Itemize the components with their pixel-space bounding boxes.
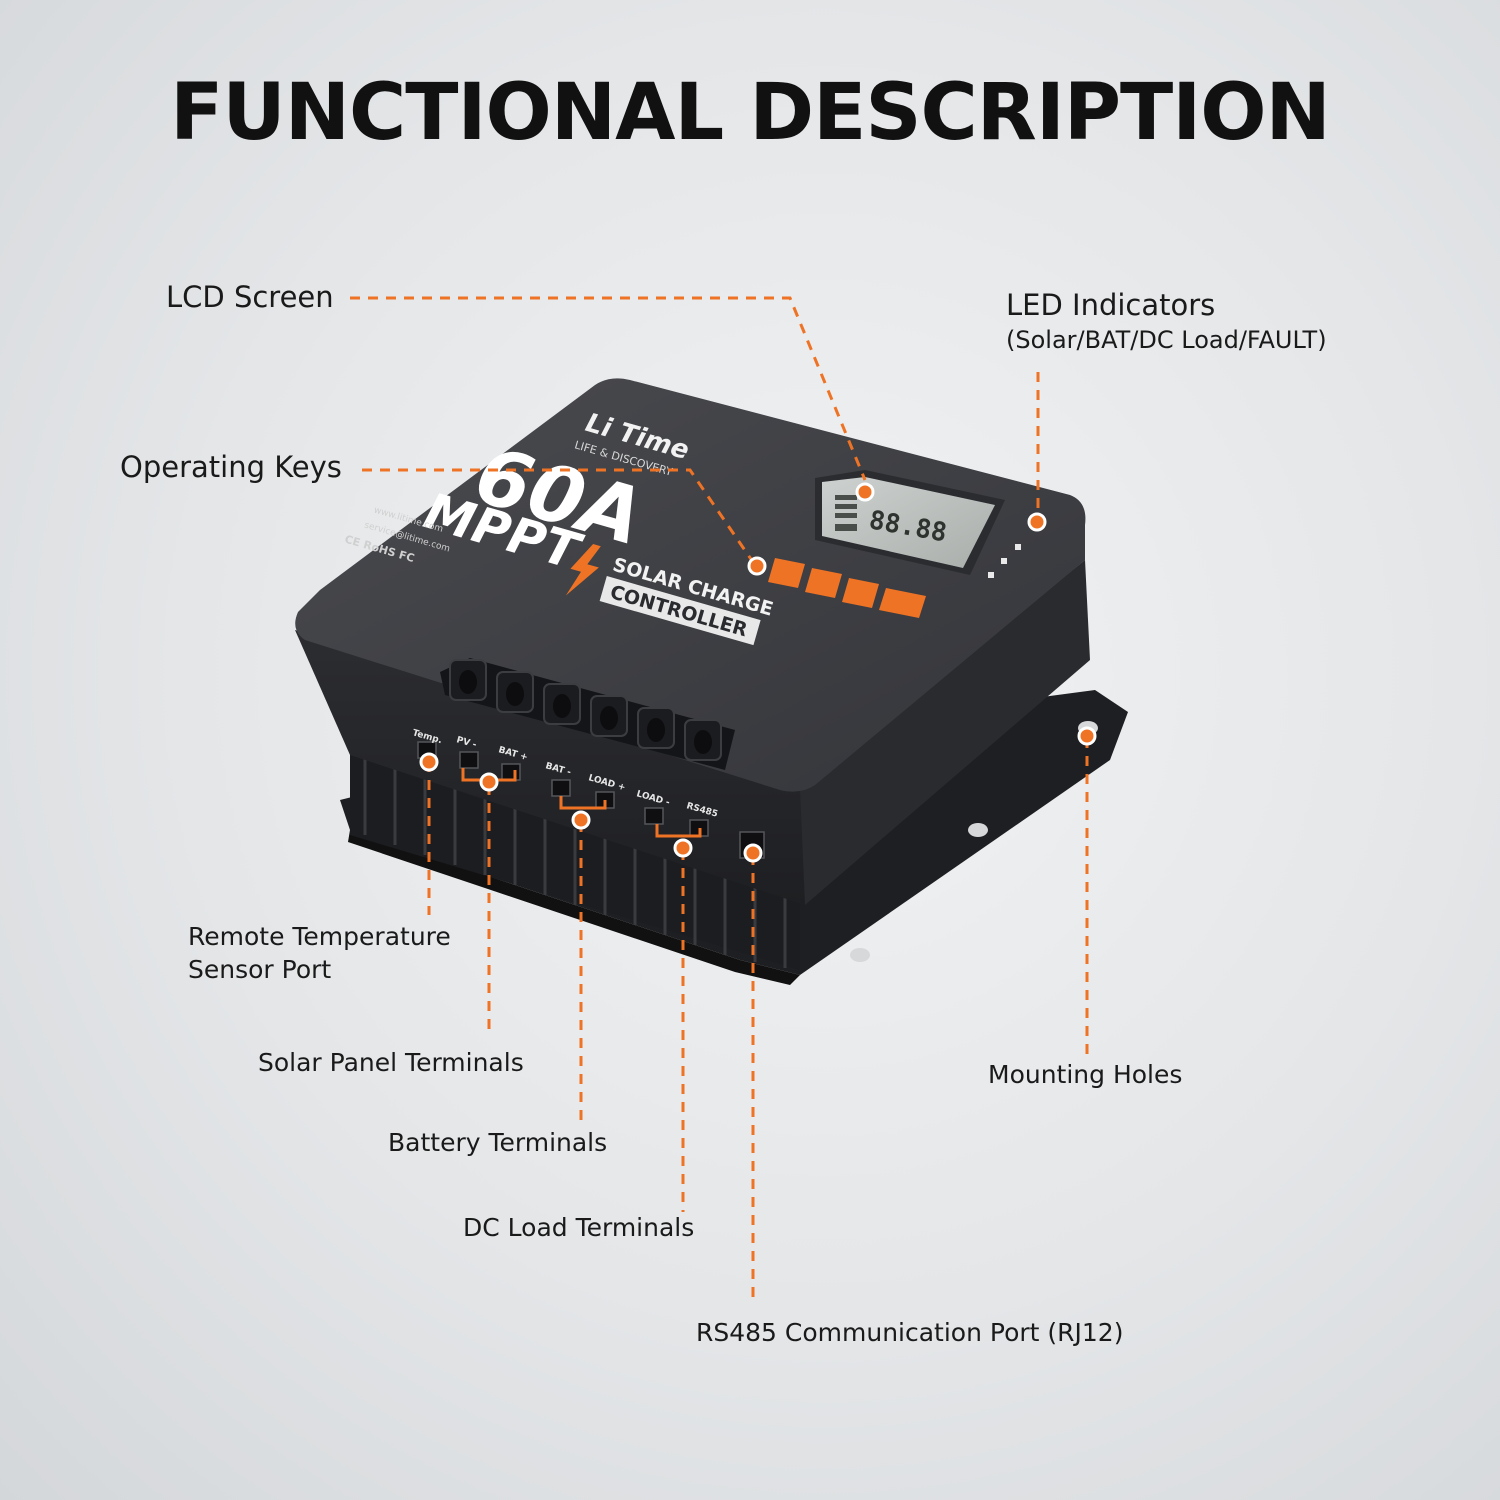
key-power[interactable] — [768, 558, 805, 588]
operating-keys — [768, 558, 926, 618]
key-enter[interactable] — [879, 588, 926, 618]
callout-remote-temp-line2: Sensor Port — [188, 955, 332, 984]
callout-mounting-holes: Mounting Holes — [988, 1060, 1183, 1089]
callout-lcd-screen: LCD Screen — [166, 280, 334, 314]
led-dot — [1027, 512, 1047, 532]
callout-rs485-port: RS485 Communication Port (RJ12) — [696, 1318, 1124, 1347]
temp-dot — [419, 752, 439, 772]
callout-solar-terminals: Solar Panel Terminals — [258, 1048, 524, 1077]
solar-dot — [479, 772, 499, 792]
heatsink — [350, 745, 800, 970]
key-down[interactable] — [842, 578, 879, 608]
callout-dc-load-terminals: DC Load Terminals — [463, 1213, 695, 1242]
callout-battery-terminals: Battery Terminals — [388, 1128, 608, 1157]
callout-led-sub: (Solar/BAT/DC Load/FAULT) — [1006, 326, 1327, 354]
callout-remote-temp-line1: Remote Temperature — [188, 922, 451, 951]
callout-dots — [419, 482, 1097, 863]
callout-led-indicators: LED Indicators (Solar/BAT/DC Load/FAULT) — [1006, 288, 1327, 354]
callout-operating-keys: Operating Keys — [120, 450, 342, 484]
lightning-bolt-icon — [565, 544, 601, 596]
leader-lines — [350, 296, 1089, 1300]
key-up[interactable] — [805, 568, 842, 598]
callout-remote-temp: Remote Temperature Sensor Port — [188, 920, 451, 986]
load-dot — [673, 838, 693, 858]
mounting-dot — [1077, 726, 1097, 746]
rs485-dot — [743, 843, 763, 863]
mounting-hole-icon — [968, 823, 988, 837]
page-title: FUNCTIONAL DESCRIPTION — [170, 68, 1331, 158]
callout-led-title: LED Indicators — [1006, 288, 1216, 322]
terminal-block — [440, 658, 735, 770]
lcd-dot — [855, 482, 875, 502]
battery-dot — [571, 810, 591, 830]
housing-right — [800, 560, 1090, 905]
keys-dot — [747, 556, 767, 576]
mounting-hole-icon — [850, 948, 870, 962]
